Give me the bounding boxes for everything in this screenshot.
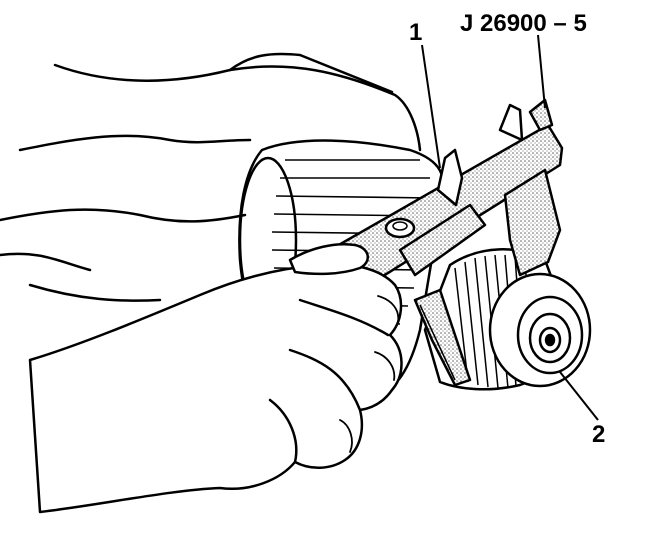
shaft-end bbox=[488, 272, 592, 388]
upper-hand bbox=[0, 52, 422, 302]
callout-1-label: 1 bbox=[409, 19, 422, 46]
tool-label-leader bbox=[537, 34, 546, 109]
callout-2-label: 2 bbox=[592, 421, 605, 448]
caliper-tool bbox=[328, 98, 564, 387]
lower-hand bbox=[28, 243, 403, 514]
tool-label: J 26900 – 5 bbox=[460, 10, 587, 37]
callout-2-leader bbox=[559, 371, 599, 421]
callout-1-leader bbox=[421, 44, 441, 169]
callout-leaders bbox=[421, 34, 599, 421]
